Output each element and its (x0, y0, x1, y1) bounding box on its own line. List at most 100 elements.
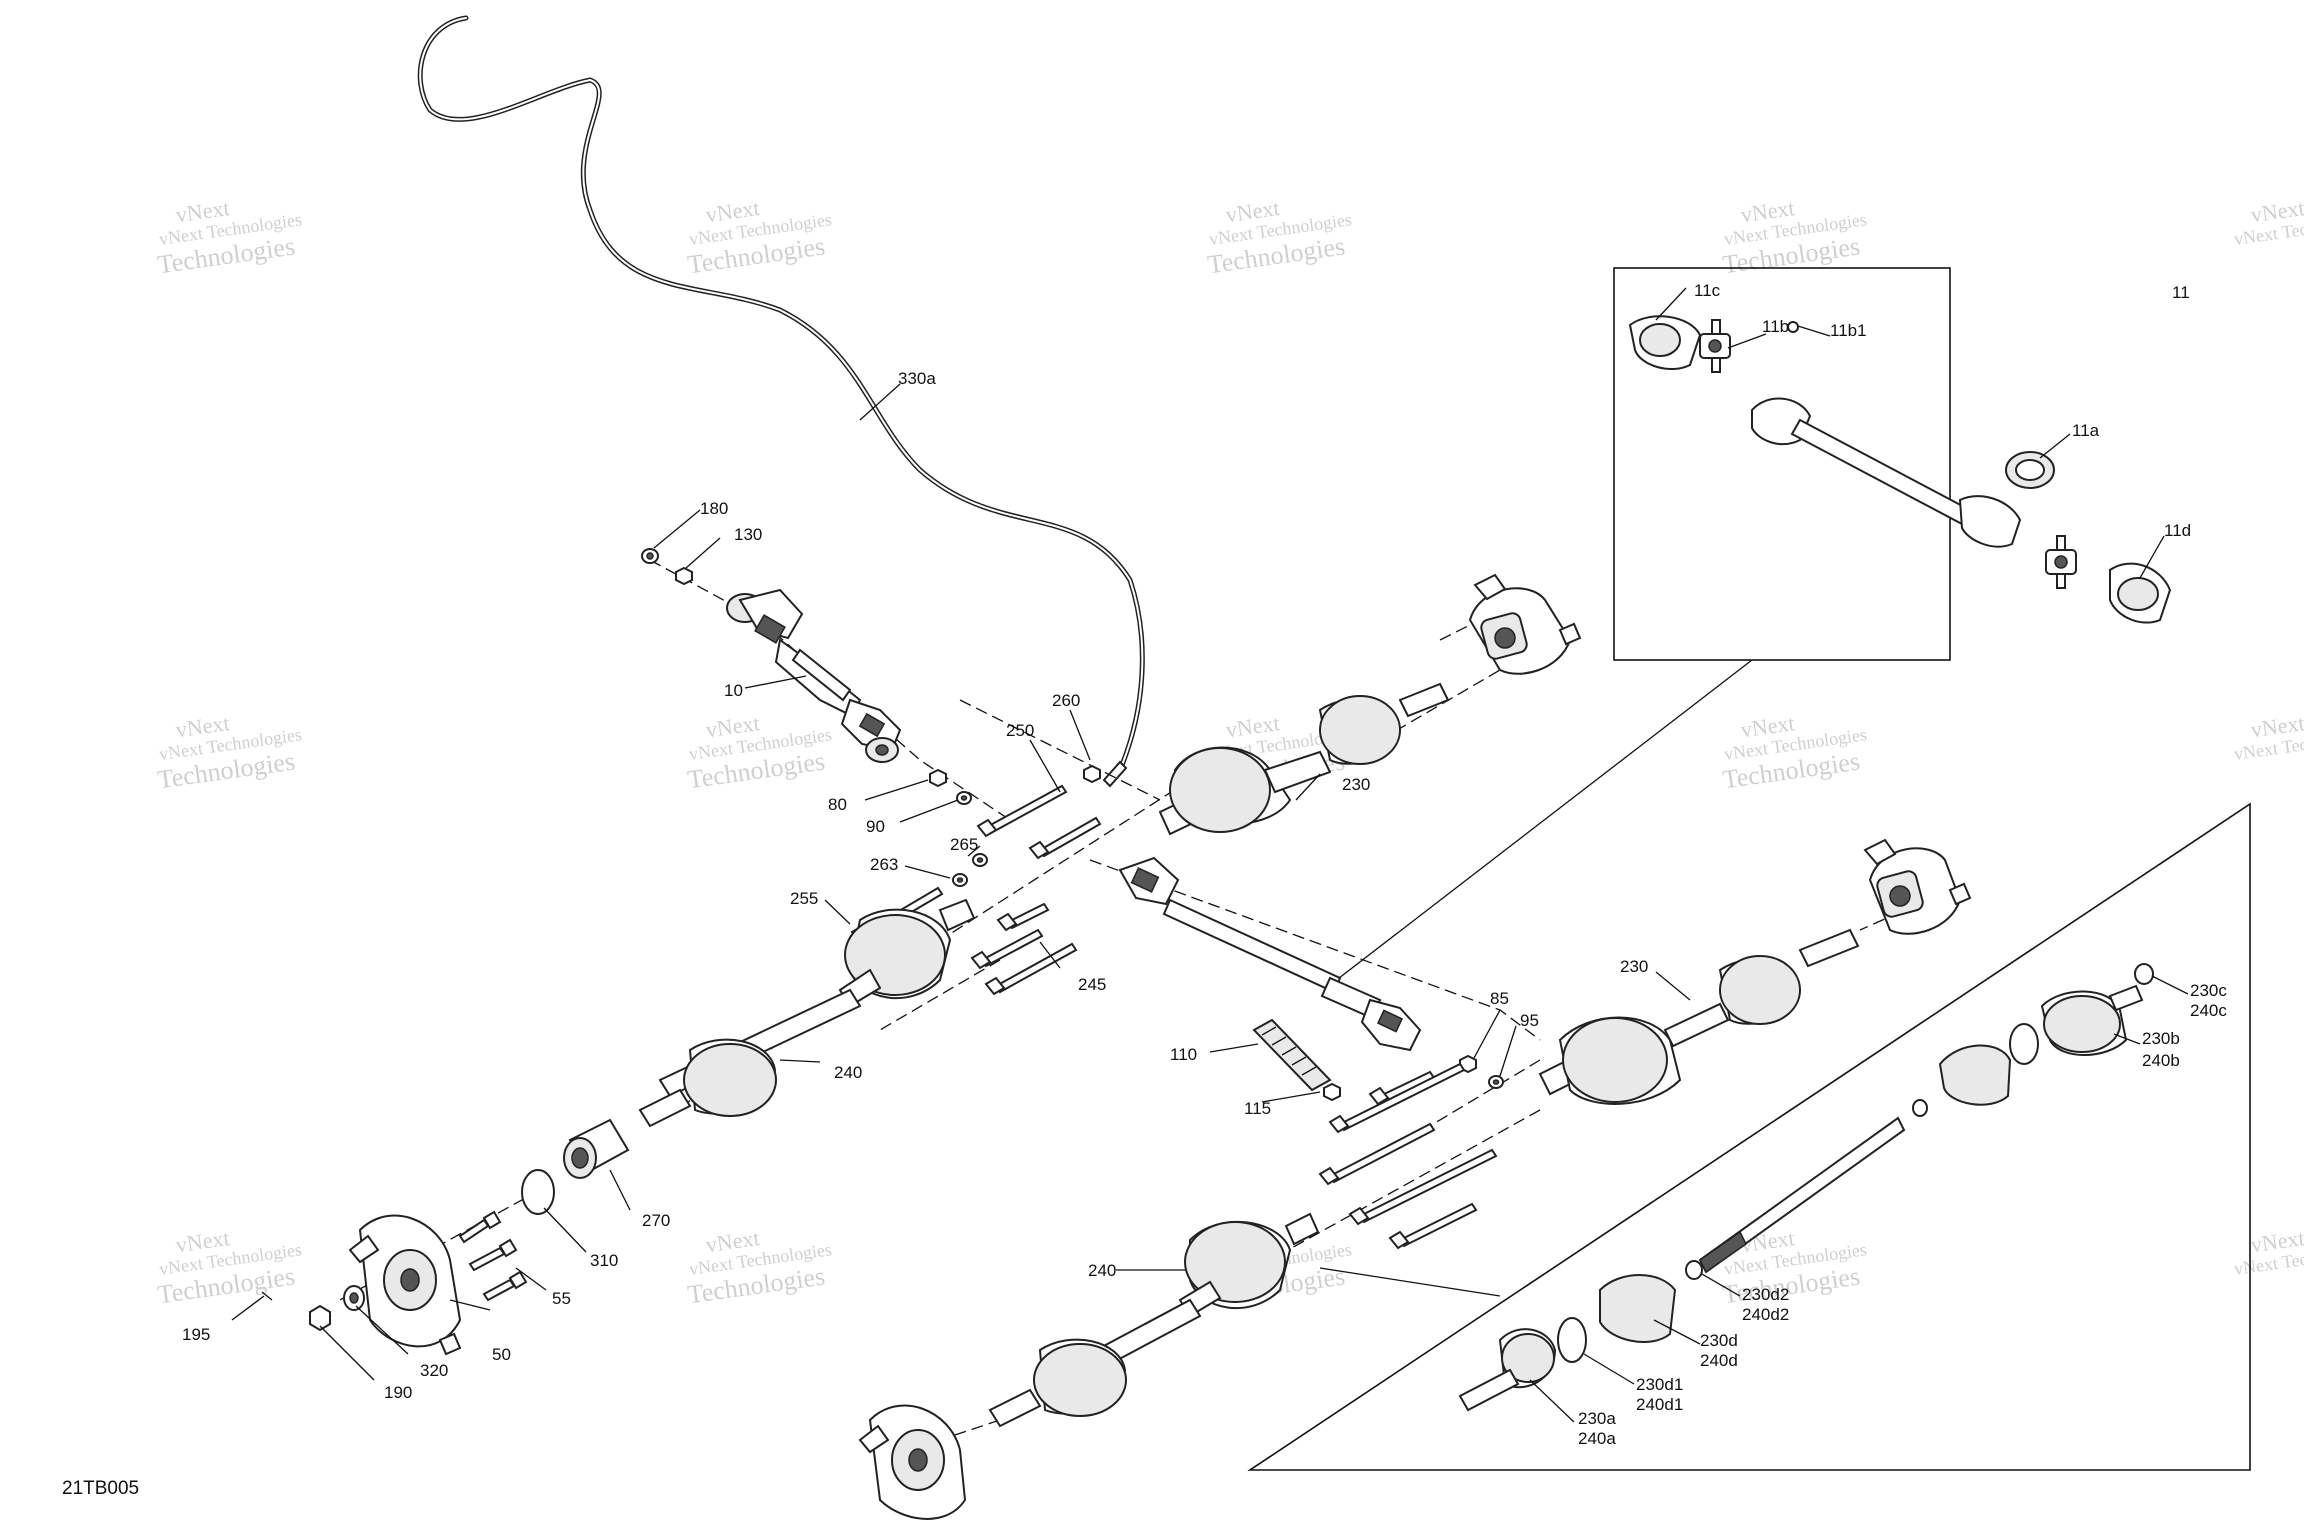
callout-130: 130 (734, 525, 762, 544)
inset-fitting-11b1 (1787, 321, 1799, 333)
fitting-115 (1323, 1082, 1341, 1102)
nut-260 (1083, 764, 1101, 784)
callout-95: 95 (1520, 1011, 1539, 1030)
rear-left-hub (858, 1404, 967, 1520)
callout-11a: 11a (2072, 421, 2100, 440)
inset-frame-propshaft (1613, 267, 1951, 661)
inset-shaft (1698, 1116, 1906, 1274)
front-axle-240 (638, 898, 976, 1128)
callout-330a: 330a (898, 369, 936, 388)
callout-11d: 11d (2164, 521, 2191, 540)
washer-320 (343, 1285, 365, 1311)
watermark: vNext vNext Technologies (2233, 195, 2304, 249)
bolt-245a (996, 902, 1050, 932)
inset-link-propshaft (1329, 659, 1753, 986)
washer-90 (956, 791, 972, 805)
bolt-rear-e (1388, 1202, 1478, 1250)
watermark: vNext vNext Technologies Technologies (156, 195, 303, 279)
watermark: vNext vNext Technologies Technologies (686, 195, 833, 279)
inset-link-cv-axle (1319, 1267, 1501, 1297)
front-right-hub (1468, 573, 1582, 675)
front-axle-230 (1158, 682, 1450, 836)
inset-boot-upper (1938, 1044, 2012, 1106)
watermark: vNext vNext Technologies Technologies (1721, 710, 1868, 794)
bolt-rear-b (1328, 1062, 1466, 1134)
callout-255: 255 (790, 889, 818, 908)
inset-shaft-11 (1751, 397, 2022, 548)
axis-rear-left-hub (939, 1419, 1001, 1441)
callout-90: 90 (866, 817, 885, 836)
bolt-rear-c (1318, 1122, 1436, 1186)
callout-230-front: 230 (1342, 775, 1370, 794)
watermark: vNext vNext Technologies Technologies (156, 1225, 303, 1309)
callout-230-rear: 230 (1620, 957, 1648, 976)
callout-10: 10 (724, 681, 743, 700)
watermark: vNext vNext Technologies Technologies (156, 710, 303, 794)
callout-11c: 11c (1694, 281, 1721, 300)
front-propshaft-10 (726, 588, 902, 763)
callout-250: 250 (1006, 721, 1034, 740)
inset-boot-11a (2005, 451, 2055, 489)
callout-50: 50 (492, 1345, 511, 1364)
leader-lines (231, 287, 2189, 1423)
callout-55: 55 (552, 1289, 571, 1308)
inset-cross-11d-pin (2045, 535, 2077, 589)
washer-263 (952, 873, 968, 887)
inset-boot-230d (1599, 1274, 1677, 1343)
inset-yoke-11d (2109, 562, 2172, 624)
callout-240b: 240b (2142, 1051, 2180, 1070)
watermark: vNext vNext Technologies Technologies (686, 710, 833, 794)
nut-130 (675, 566, 693, 586)
callout-230b: 230b (2142, 1029, 2180, 1048)
watermark: vNext vNext Technologies Technologies (1206, 195, 1353, 279)
nut-80 (929, 768, 947, 788)
callout-80: 80 (828, 795, 847, 814)
inset-ring-small (1912, 1099, 1928, 1117)
callout-230d2: 230d2 (1742, 1285, 1789, 1304)
bolt-55c (482, 1270, 528, 1302)
callout-240d2: 240d2 (1742, 1305, 1789, 1324)
callout-263: 263 (870, 855, 898, 874)
washer-95 (1488, 1075, 1504, 1089)
washer-265 (972, 853, 988, 867)
callout-110: 110 (1170, 1045, 1197, 1064)
callout-11: 11 (2172, 283, 2190, 302)
callout-240a: 240a (1578, 1429, 1616, 1448)
rear-axle-230 (1538, 928, 1860, 1105)
axis-rear-right-hub (1859, 889, 1951, 931)
axis-fastener-front (959, 699, 1161, 801)
inset-joint-230a (1458, 1328, 1557, 1412)
callout-320: 320 (420, 1361, 448, 1380)
bolt-55b (468, 1238, 518, 1272)
callout-230d: 230d (1700, 1331, 1738, 1350)
inset-cross-11b (1699, 319, 1731, 373)
watermark: vNext vNext Technologies Technologies (686, 1225, 833, 1309)
cotter-pin-195 (261, 1291, 273, 1301)
circlip-310 (521, 1169, 555, 1215)
nut-190 (309, 1304, 331, 1332)
callout-11b: 11b (1762, 317, 1789, 336)
axis-front-left-fasteners (879, 959, 1001, 1031)
callout-310: 310 (590, 1251, 618, 1270)
inset-clamp-230d1 (1557, 1317, 1587, 1363)
callout-265: 265 (950, 835, 978, 854)
callout-190: 190 (384, 1383, 412, 1402)
callout-11b1: 11b1 (1830, 321, 1867, 340)
front-left-hub-50 (348, 1214, 462, 1356)
rear-axle-240 (988, 1212, 1320, 1428)
bolt-rear-d (1348, 1148, 1498, 1226)
axis-propshaft-front (649, 559, 1011, 821)
inset-clamp (2009, 1023, 2039, 1065)
grease-boot-110 (1252, 1018, 1332, 1092)
bolt-250b (1028, 816, 1102, 860)
axis-rear-left-axle (1269, 1109, 1541, 1261)
watermark: vNext vNext Technologies Technologies (1721, 195, 1868, 279)
inset-ring-230d2 (1685, 1260, 1703, 1280)
bolt-245c (984, 942, 1078, 996)
bolt-250 (976, 784, 1068, 838)
callouts: 330a 180 130 10 260 250 80 90 265 263 25… (182, 281, 2227, 1448)
inset-circlip-230c (2134, 963, 2154, 985)
inset-housing-230b (2040, 984, 2144, 1056)
